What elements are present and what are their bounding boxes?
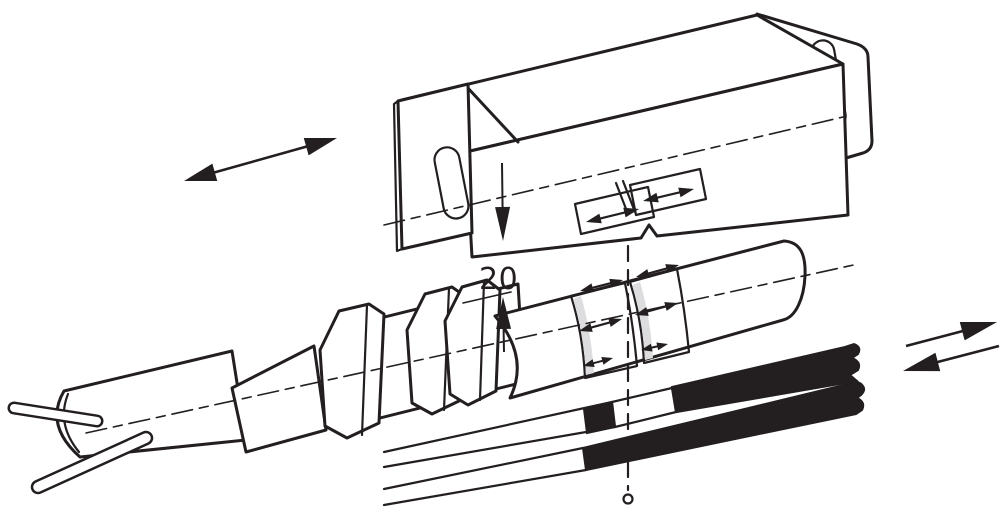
band-highlight	[573, 296, 594, 375]
mounting-ear-left	[392, 82, 474, 253]
wire-lead	[30, 430, 154, 495]
strip-tail-line	[382, 446, 585, 491]
strip-window	[610, 386, 678, 429]
sensing-zone-arrow	[579, 318, 622, 332]
strain-relief-cone	[230, 344, 328, 454]
sensing-zone-arrow	[580, 278, 623, 293]
sensor-cylinder	[493, 239, 807, 400]
sensing-zone-arrow	[635, 302, 678, 316]
wire-lead	[7, 401, 104, 428]
sensing-zone-arrow	[636, 264, 679, 278]
zone-gap-line	[621, 179, 637, 214]
direction-arrow-right-forward	[905, 321, 997, 348]
sensing-zone-arrow	[583, 356, 613, 368]
switch-block	[383, 12, 874, 259]
dimension-arrow-down	[495, 162, 511, 241]
strip-tail-line	[382, 400, 614, 454]
block-centerline	[383, 116, 844, 226]
hex-nut	[318, 302, 386, 440]
sensing-zone-arrow	[641, 342, 668, 352]
cable-sheath	[55, 349, 248, 459]
dimension-leader-line	[462, 291, 512, 304]
arrows-layer	[184, 137, 1000, 372]
cable-opening-arc	[62, 392, 81, 454]
reference-line	[622, 244, 634, 505]
strip-tail-line	[382, 468, 588, 507]
sensing-zone-arrow	[643, 187, 694, 203]
direction-arrow-upper-left	[184, 137, 337, 182]
threaded-sensor	[230, 239, 807, 454]
dimension-label: 20	[479, 262, 518, 297]
sensing-zone-patch	[573, 185, 656, 236]
direction-arrow-right-back	[903, 344, 1000, 372]
reference-point-icon	[622, 493, 634, 505]
sensing-zone-band	[628, 267, 691, 365]
block-inner-edge	[464, 84, 520, 144]
hex-nut	[443, 278, 502, 407]
dimension-20: 20	[462, 262, 518, 304]
strip-tail-line	[382, 425, 617, 469]
ear-left-thickness	[392, 99, 404, 253]
sensing-zone-arrow	[586, 207, 639, 224]
axis-centerline	[85, 263, 859, 434]
dimension-arrow-up	[496, 297, 512, 353]
cable-assembly	[7, 349, 248, 495]
ear-left-slot	[433, 146, 470, 220]
sensing-zone-patch	[628, 167, 708, 217]
band-highlight	[632, 282, 653, 360]
magnet-strip-lower	[382, 381, 866, 507]
